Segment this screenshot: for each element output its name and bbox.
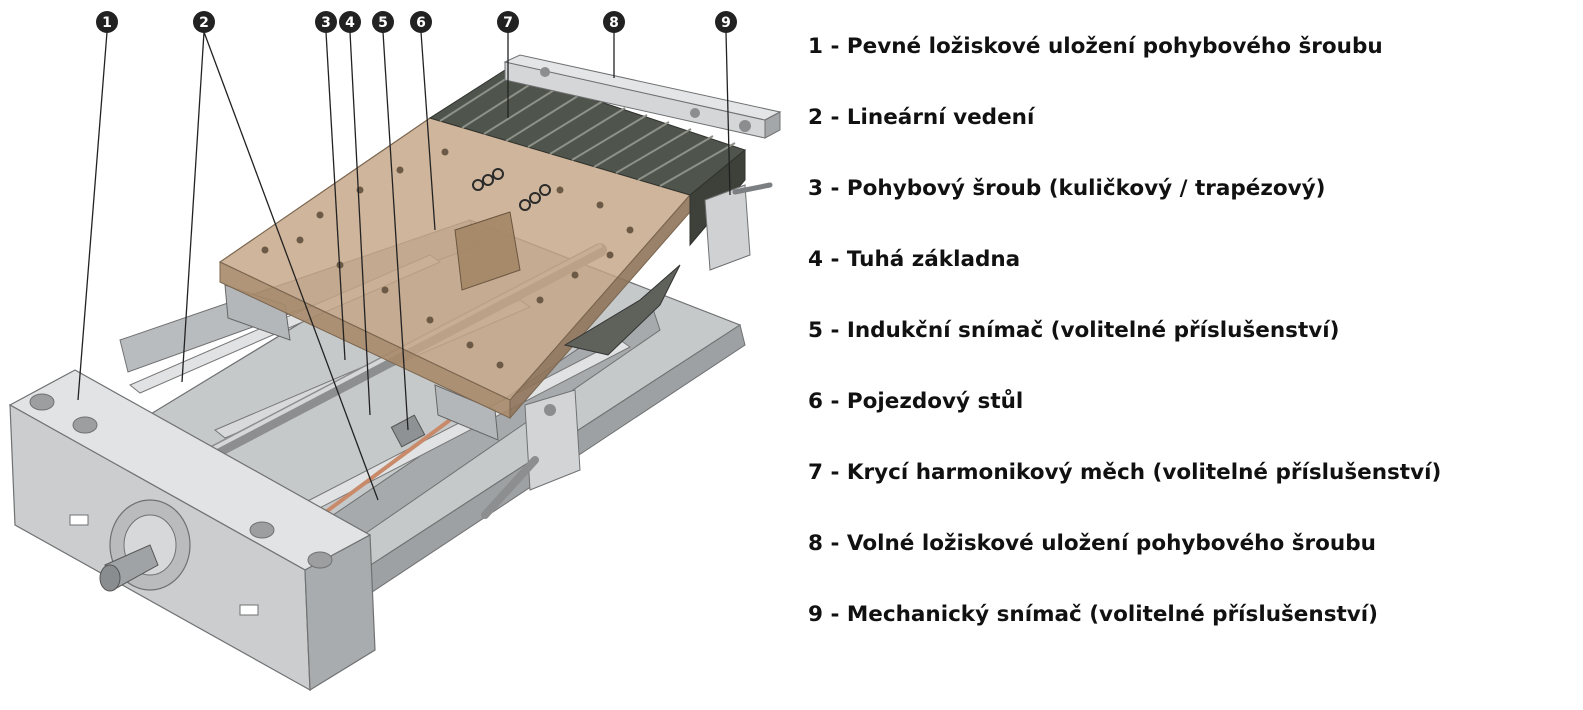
linear-stage-body — [10, 32, 780, 690]
parts-legend: 1 - Pevné ložiskové uložení pohybového š… — [808, 30, 1441, 669]
legend-item-7: 7 - Krycí harmonikový měch (volitelné př… — [808, 456, 1441, 527]
callout-2: 2 — [193, 11, 215, 33]
callout-6: 6 — [410, 11, 432, 33]
legend-item-4: 4 - Tuhá základna — [808, 243, 1441, 314]
callout-markers: 1 2 3 4 5 6 7 8 9 — [96, 11, 737, 33]
callout-5-number: 5 — [378, 15, 388, 31]
callout-5: 5 — [372, 11, 394, 33]
callout-6-number: 6 — [416, 15, 426, 31]
linear-stage-illustration: 1 2 3 4 5 6 7 8 9 — [0, 0, 800, 710]
mechanical-sensor — [705, 185, 770, 270]
legend-item-6: 6 - Pojezdový stůl — [808, 385, 1441, 456]
legend-item-1: 1 - Pevné ložiskové uložení pohybového š… — [808, 30, 1441, 101]
callout-3: 3 — [315, 11, 337, 33]
callout-2-number: 2 — [199, 15, 209, 31]
callout-4: 4 — [339, 11, 361, 33]
callout-9: 9 — [715, 11, 737, 33]
legend-item-8: 8 - Volné ložiskové uložení pohybového š… — [808, 527, 1441, 598]
callout-7: 7 — [497, 11, 519, 33]
legend-item-2: 2 - Lineární vedení — [808, 101, 1441, 172]
callout-8-number: 8 — [609, 15, 619, 31]
callout-3-number: 3 — [321, 15, 331, 31]
callout-4-number: 4 — [345, 15, 355, 31]
legend-item-5: 5 - Indukční snímač (volitelné příslušen… — [808, 314, 1441, 385]
callout-9-number: 9 — [721, 15, 731, 31]
callout-8: 8 — [603, 11, 625, 33]
legend-item-9: 9 - Mechanický snímač (volitelné přísluš… — [808, 598, 1441, 669]
callout-1: 1 — [96, 11, 118, 33]
callout-7-number: 7 — [503, 15, 513, 31]
callout-1-number: 1 — [102, 15, 112, 31]
legend-item-3: 3 - Pohybový šroub (kuličkový / trapézov… — [808, 172, 1441, 243]
